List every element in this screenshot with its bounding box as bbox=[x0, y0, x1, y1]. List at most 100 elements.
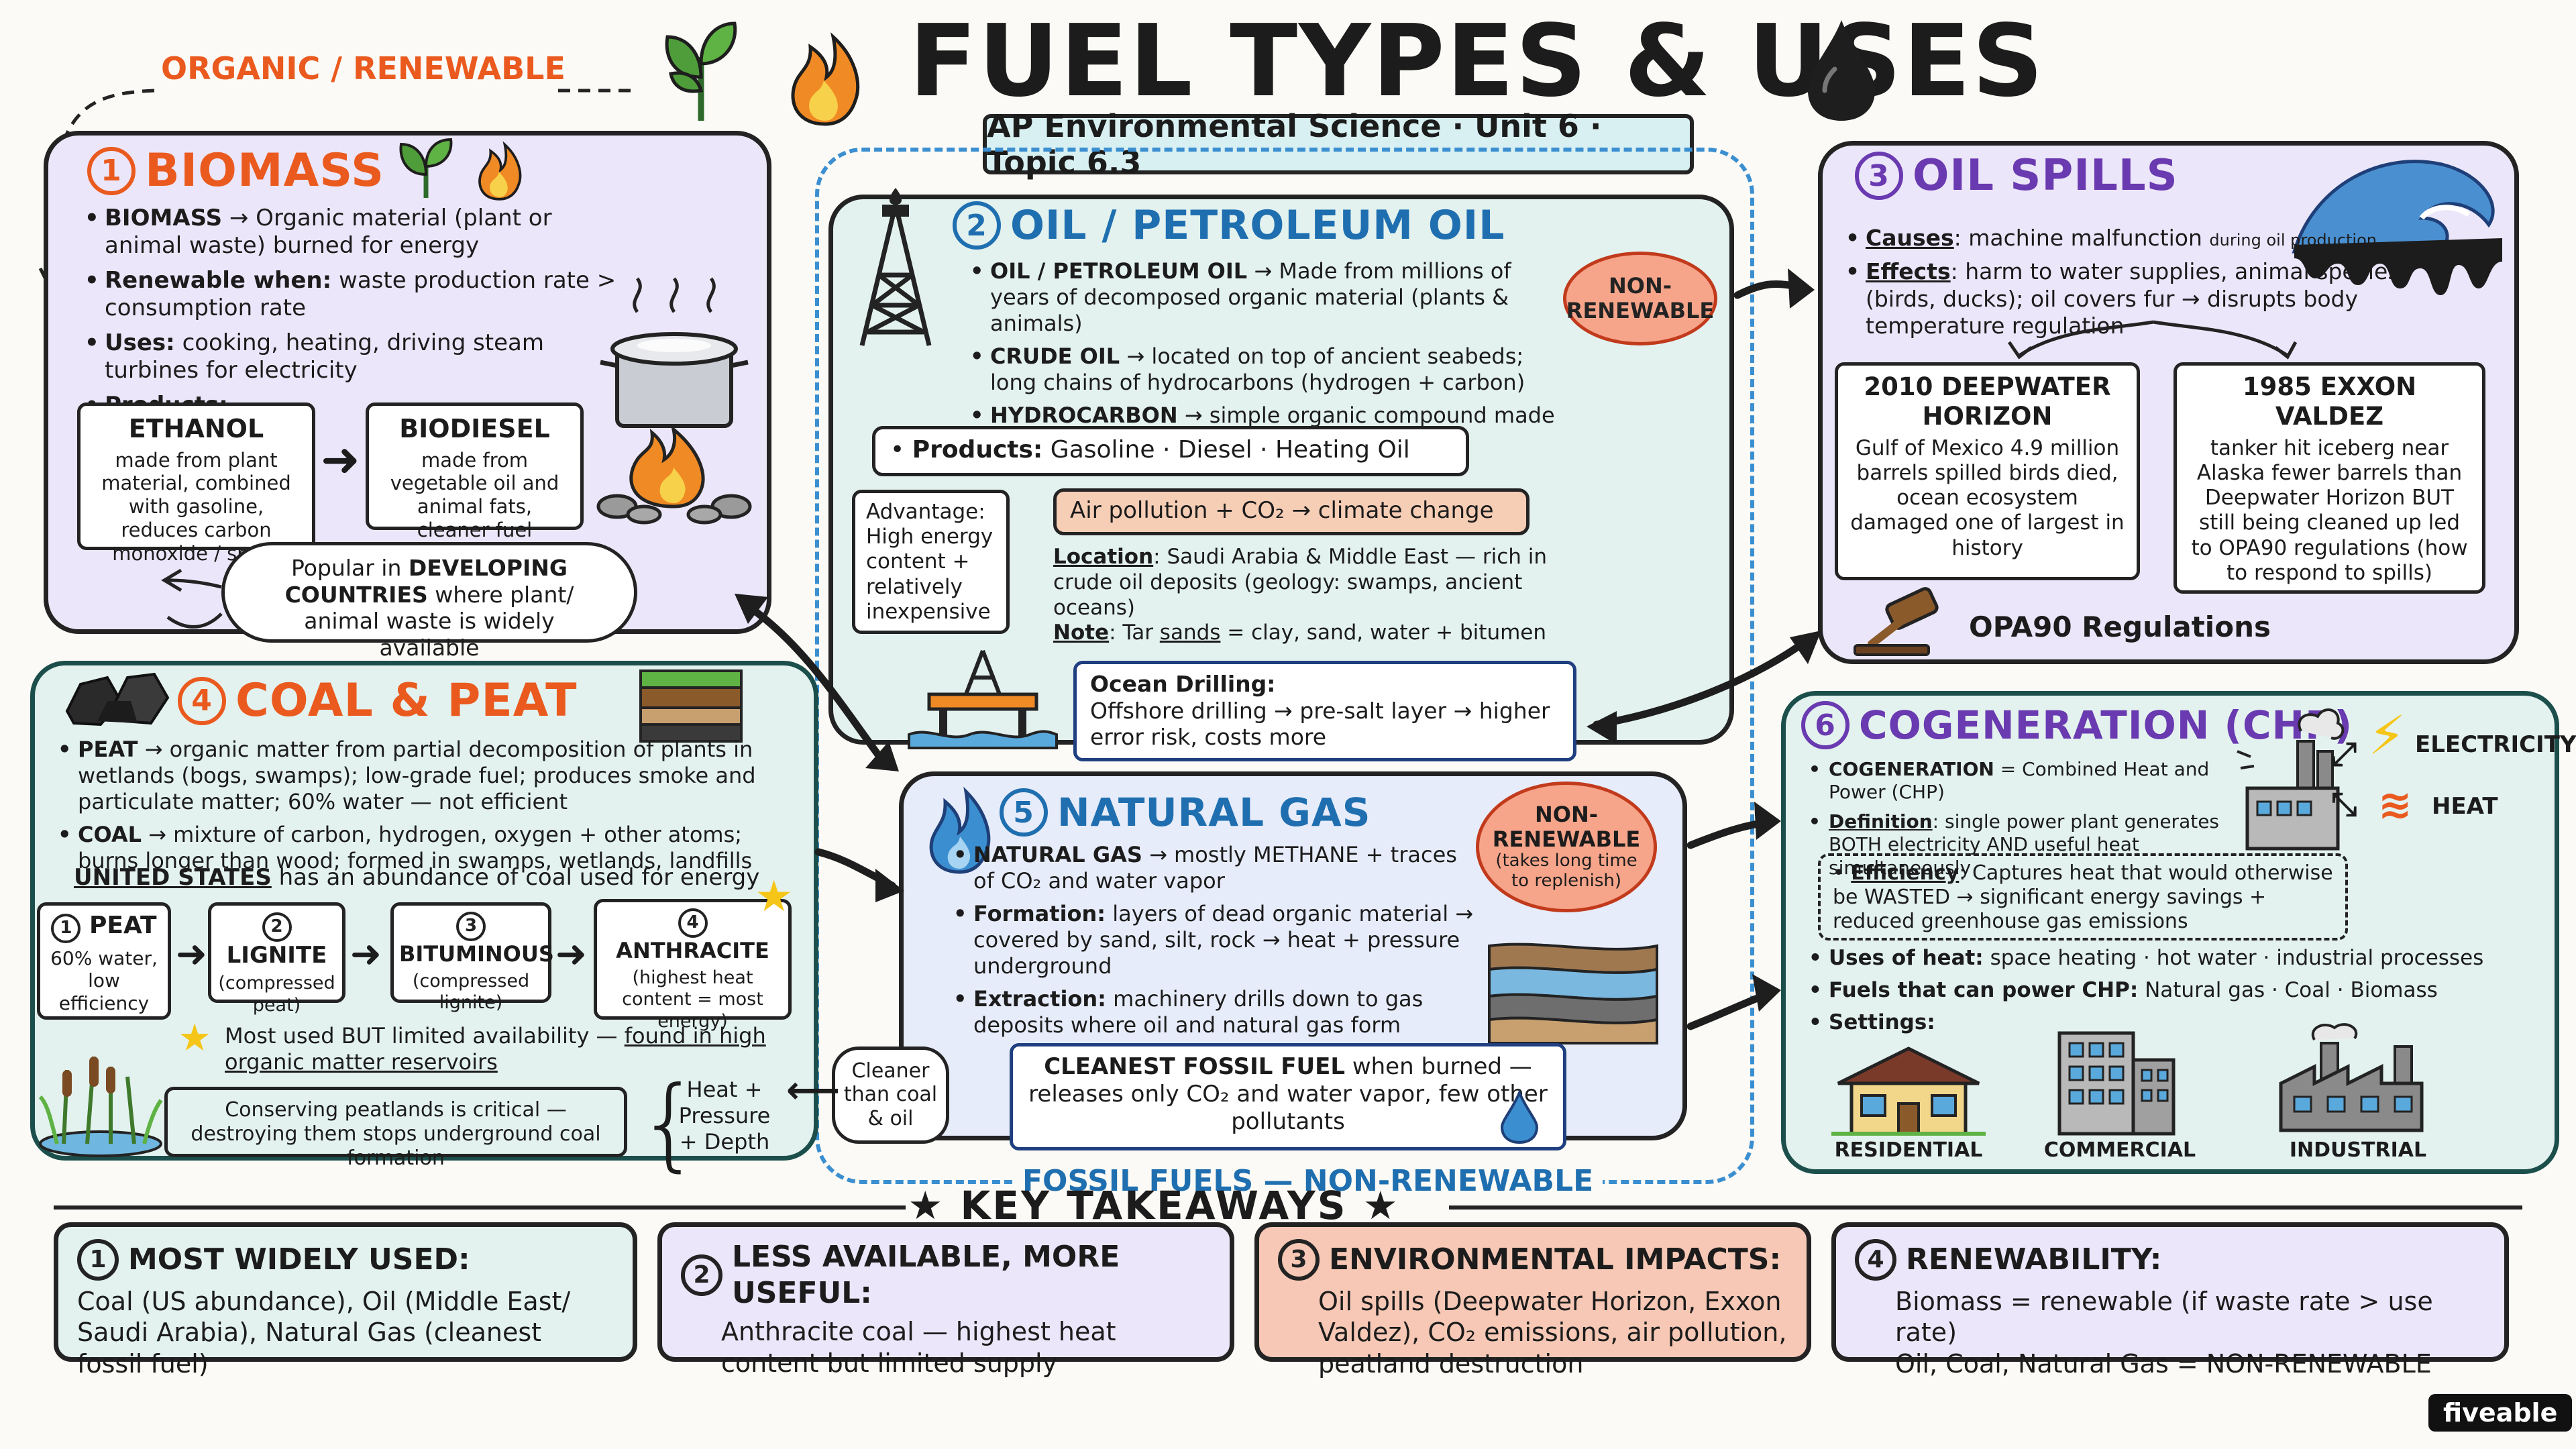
most-used-star-icon: ★ bbox=[178, 1016, 212, 1060]
oil-note: Note: Tar sands = clay, sand, water + bi… bbox=[1053, 621, 1547, 645]
ethanol-title: ETHANOL bbox=[128, 414, 264, 443]
deepwater-horizon-text: Gulf of Mexico 4.9 million barrels spill… bbox=[1850, 435, 2125, 560]
chp-list-2: Uses of heat: space heating · hot water … bbox=[1805, 946, 2509, 1042]
power-plant-icon bbox=[2237, 708, 2345, 851]
ethanol-card: ETHANOL made from plant material, combin… bbox=[77, 402, 315, 565]
us-coal-note: UNITED STATES has an abundance of coal u… bbox=[74, 864, 760, 891]
setting-residential: RESIDENTIAL bbox=[1834, 1138, 1983, 1162]
ocean-drilling-text: Offshore drilling → pre-salt layer → hig… bbox=[1090, 697, 1550, 751]
rock-layers-icon bbox=[1488, 943, 1658, 1044]
small-fire-icon bbox=[478, 141, 522, 201]
cleaner-arrow: ⟵ bbox=[786, 1069, 841, 1112]
developing-countries-cloud: Popular in DEVELOPING COUNTRIES where pl… bbox=[221, 542, 637, 661]
coal-lumps-icon bbox=[65, 672, 170, 727]
chp-output-arrow: ⤡ bbox=[2331, 786, 2357, 823]
chp-title: COGENERATION (CHP) bbox=[1859, 702, 2353, 748]
chp-list: COGENERATION = Combined Heat and Power (… bbox=[1805, 758, 2241, 886]
stage-bituminous: 3 BITUMINOUS (compressed lignite) bbox=[390, 902, 554, 1013]
ocean-drilling-title: Ocean Drilling: bbox=[1090, 671, 1276, 697]
fossil-fuels-label: FOSSIL FUELS — NON-RENEWABLE bbox=[1013, 1164, 1603, 1198]
ethanol-arrow: ➜ bbox=[321, 432, 360, 487]
factory-icon bbox=[2279, 1023, 2424, 1132]
house-icon bbox=[1831, 1046, 1986, 1136]
deepwater-horizon-title: 2010 DEEPWATER HORIZON bbox=[1864, 372, 2111, 431]
oil-item: OIL / PETROLEUM OIL → Made from millions… bbox=[966, 258, 1556, 337]
cleanest-fuel-box: CLEANEST FOSSIL FUEL when burned — relea… bbox=[1010, 1043, 1566, 1150]
oil-nonrenewable-badge: NON-RENEWABLE bbox=[1563, 252, 1717, 345]
chp-item: COGENERATION = Combined Heat and Power (… bbox=[1805, 758, 2241, 804]
spills-item: Causes: machine malfunction during oil p… bbox=[1841, 225, 2412, 252]
sprout-icon bbox=[665, 21, 737, 121]
oil-number: 2 bbox=[953, 201, 1001, 250]
heat-label: HEAT bbox=[2432, 793, 2498, 820]
takeaways-divider bbox=[54, 1205, 2522, 1210]
coal-number: 4 bbox=[178, 676, 226, 725]
oil-heading: 2 OIL / PETROLEUM OIL bbox=[953, 201, 1505, 250]
organic-renewable-label: ORGANIC / RENEWABLE bbox=[161, 50, 566, 87]
stage-lignite: 2 LIGNITE (compressed peat) bbox=[208, 902, 345, 1016]
air-pollution-box: Air pollution + CO₂ → climate change bbox=[1053, 488, 1529, 535]
gas-list: NATURAL GAS → mostly METHANE + traces of… bbox=[949, 842, 1479, 1045]
chp-number: 6 bbox=[1801, 701, 1849, 749]
stage-arrow: ➜ bbox=[176, 932, 207, 976]
cleaner-than-coal-bubble: Cleaner than coal & oil bbox=[832, 1046, 949, 1144]
exxon-valdez-card: 1985 EXXON VALDEZ tanker hit iceberg nea… bbox=[2174, 362, 2485, 594]
chp-item: Fuels that can power CHP: Natural gas · … bbox=[1805, 978, 2509, 1004]
spills-title: OIL SPILLS bbox=[1913, 151, 2178, 201]
chp-output-arrow: ⤢ bbox=[2331, 735, 2357, 773]
branch-arrows bbox=[2007, 320, 2298, 360]
conserve-peatlands-box: Conserving peatlands is critical — destr… bbox=[164, 1087, 627, 1170]
oil-products-box: • Products: Gasoline · Diesel · Heating … bbox=[872, 426, 1469, 476]
leaf-icon bbox=[399, 138, 453, 198]
exxon-valdez-text: tanker hit iceberg near Alaska fewer bar… bbox=[2191, 435, 2468, 585]
ocean-drilling-box: Ocean Drilling: Offshore drilling → pre-… bbox=[1073, 661, 1576, 761]
chp-item: Uses of heat: space heating · hot water … bbox=[1805, 946, 2509, 971]
chp-efficiency-box: • Efficiency: Captures heat that would o… bbox=[1818, 853, 2348, 941]
fire-icon bbox=[791, 32, 860, 126]
gas-heading: 5 NATURAL GAS bbox=[1000, 788, 1371, 837]
exxon-valdez-title: 1985 EXXON VALDEZ bbox=[2242, 372, 2417, 431]
spills-item: Effects: harm to water supplies, animal … bbox=[1841, 258, 2412, 339]
takeaways-title: ★ KEY TAKEAWAYS ★ bbox=[908, 1183, 1400, 1228]
stage-arrow: ➜ bbox=[350, 932, 382, 976]
biomass-item: BIOMASS → Organic material (plant or ani… bbox=[80, 205, 631, 260]
setting-industrial: INDUSTRIAL bbox=[2289, 1138, 2427, 1162]
opa90-label: OPA90 Regulations bbox=[1969, 610, 2271, 643]
coal-item: PEAT → organic matter from partial decom… bbox=[54, 737, 778, 815]
chp-item: Definition: single power plant generates… bbox=[1805, 810, 2241, 879]
coal-heading: 4 COAL & PEAT bbox=[178, 674, 578, 727]
biomass-number: 1 bbox=[87, 146, 136, 195]
heat-waves-icon: ≋ bbox=[2378, 782, 2412, 828]
coal-item: COAL → mixture of carbon, hydrogen, oxyg… bbox=[54, 822, 778, 874]
deepwater-horizon-card: 2010 DEEPWATER HORIZON Gulf of Mexico 4.… bbox=[1835, 362, 2140, 580]
coal-title: COAL & PEAT bbox=[235, 674, 578, 727]
oil-location: Location: Saudi Arabia & Middle East — r… bbox=[1053, 545, 1548, 620]
heat-bracket: { bbox=[637, 1065, 702, 1182]
coal-list: PEAT → organic matter from partial decom… bbox=[54, 737, 778, 881]
stage-arrow: ➜ bbox=[555, 932, 587, 976]
biodiesel-card: BIODIESEL made from vegetable oil and an… bbox=[366, 402, 584, 541]
oil-derrick-icon bbox=[859, 188, 932, 346]
chp-item: Settings: bbox=[1805, 1010, 2509, 1036]
biomass-item: Uses: cooking, heating, driving steam tu… bbox=[80, 329, 631, 385]
biomass-title: BIOMASS bbox=[145, 144, 385, 197]
office-building-icon bbox=[2057, 1031, 2176, 1136]
spills-number: 3 bbox=[1855, 152, 1903, 200]
oil-advantage-box: Advantage: High energy content + relativ… bbox=[852, 490, 1010, 634]
ethanol-text: made from plant material, combined with … bbox=[101, 448, 291, 565]
spills-heading: 3 OIL SPILLS bbox=[1855, 151, 2178, 201]
cloud-callout-arrow bbox=[161, 568, 223, 629]
cooking-pot-fire-icon bbox=[596, 277, 752, 525]
stage-anthracite: 4 ANTHRACITE (highest heat content = mos… bbox=[594, 899, 792, 1032]
setting-commercial: COMMERCIAL bbox=[2043, 1138, 2196, 1162]
oil-item: CRUDE OIL → located on top of ancient se… bbox=[966, 343, 1556, 396]
gas-nonrenewable-badge: NON-RENEWABLE (takes long time to replen… bbox=[1476, 782, 1657, 912]
lightning-icon: ⚡ bbox=[2368, 704, 2406, 767]
gas-item: Formation: layers of dead organic materi… bbox=[949, 901, 1479, 979]
gas-item: Extraction: machinery drills down to gas… bbox=[949, 986, 1479, 1038]
